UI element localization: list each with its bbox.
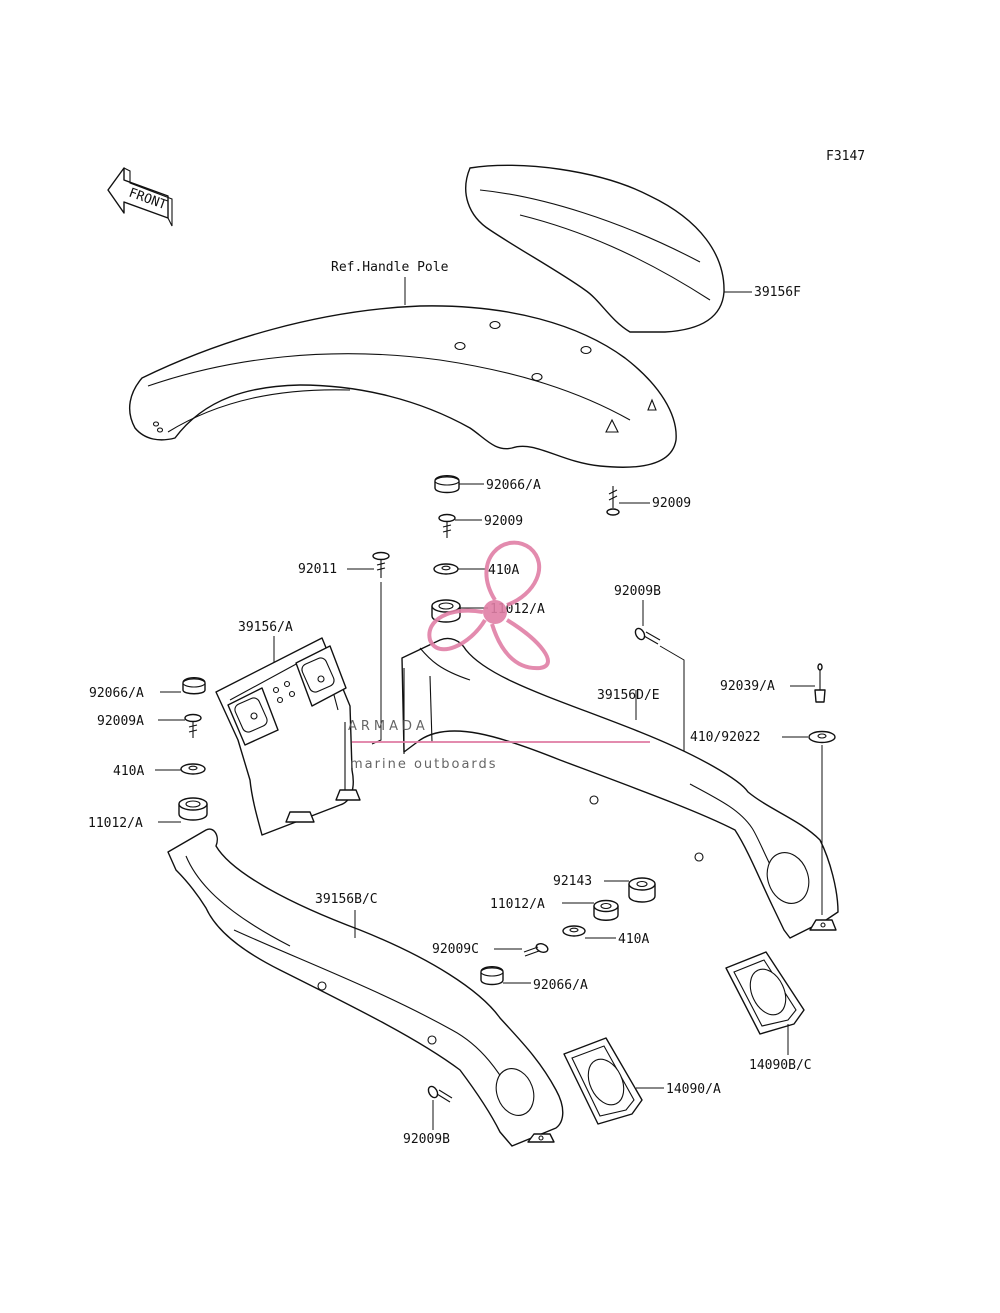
watermark-tagline: marine outboards [350,757,498,772]
callout-39156A: 39156/A [238,620,293,635]
cap-part-top [434,475,460,494]
diagram-code: F3147 [826,149,865,164]
bolt-part-92009B-bottom [427,1085,453,1103]
armada-watermark: ARMADA marine outboards [348,540,650,772]
washer-part-right [808,730,836,744]
pin-part-92039A [814,663,826,703]
callout-92009-right: 92009 [652,496,691,511]
callout-92009C: 92009C [432,942,479,957]
callout-410-92022: 410/92022 [690,730,760,745]
top-pad-part [465,164,725,333]
callout-92011: 92011 [298,562,337,577]
bezel-part-A [563,1037,643,1125]
callout-410A-top: 410A [488,563,519,578]
washer-part-low [562,925,586,937]
grommet-part-left [178,797,208,821]
callout-39156DE: 39156D/E [597,688,660,703]
callout-92009B-top: 92009B [614,584,661,599]
bolt-part-right [606,486,620,516]
callout-92066A-low: 92066/A [533,978,588,993]
callout-410A-left: 410A [113,764,144,779]
collar-part-92143 [628,877,656,903]
callout-92009B-bottom: 92009B [403,1132,450,1147]
ref-handle-pole-label: Ref.Handle Pole [331,260,449,275]
callout-92066A-top: 92066/A [486,478,541,493]
callout-39156BC: 39156B/C [315,892,378,907]
bolt-part-92009C [523,943,549,957]
callout-14090A: 14090/A [666,1082,721,1097]
callout-92143: 92143 [553,874,592,889]
callout-92066A-left: 92066/A [89,686,144,701]
callout-11012A-left: 11012/A [88,816,143,831]
callout-92039A: 92039/A [720,679,775,694]
callout-410A-low: 410A [618,932,649,947]
callout-39156F: 39156F [754,285,801,300]
bolt-part-92009A [184,713,202,738]
cap-part-low [480,966,504,986]
propeller-logo-icon [427,540,550,671]
bolt-part-92011 [372,551,390,578]
washer-part-left [180,763,206,775]
cap-part-left [182,677,206,695]
right-rail-part [401,637,839,939]
callout-11012A-low: 11012/A [490,897,545,912]
front-arrow-icon: FRONT [107,167,173,227]
bolt-part-mid [438,513,456,538]
callout-92009A: 92009A [97,714,144,729]
bezel-part-BC [725,951,805,1035]
main-cover-part [128,305,677,468]
callout-92009-mid: 92009 [484,514,523,529]
watermark-brand: ARMADA [348,719,429,734]
left-rail-part [167,828,564,1147]
front-panel-part [215,637,361,836]
grommet-part-low [593,899,619,921]
bolt-part-92009B-top [634,627,661,645]
washer-part-top [433,563,459,575]
callout-14090BC: 14090B/C [749,1058,812,1073]
